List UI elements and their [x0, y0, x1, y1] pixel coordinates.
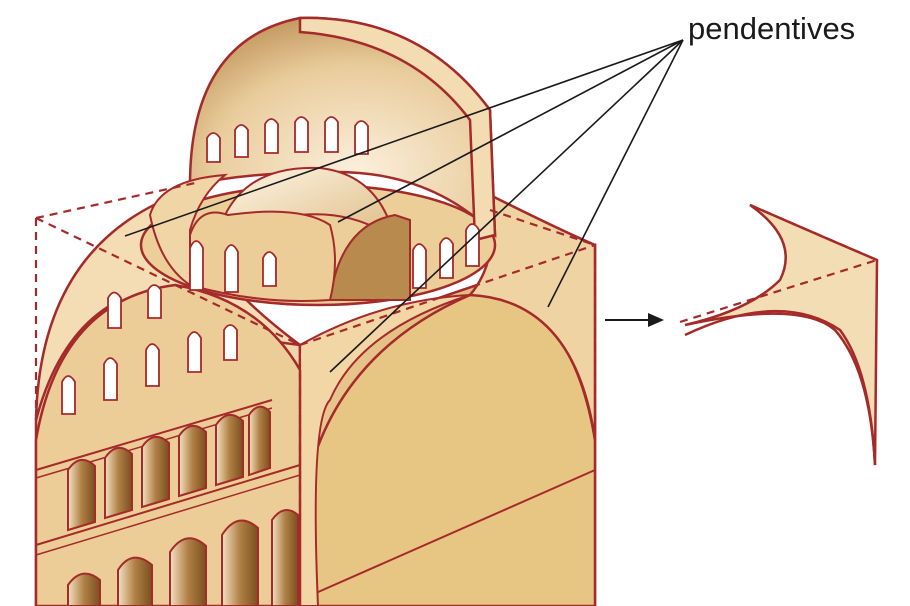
arcade-opening: [221, 519, 259, 606]
arcade-opening: [271, 509, 299, 606]
window: [145, 343, 160, 387]
window: [206, 132, 221, 163]
arcade-opening: [141, 436, 170, 509]
window: [187, 331, 202, 373]
arcade-opening: [215, 414, 244, 487]
window: [103, 357, 118, 401]
window: [234, 124, 249, 158]
leader-line: [329, 39, 684, 373]
arcade-opening: [169, 537, 207, 606]
window: [61, 375, 76, 415]
window: [262, 251, 277, 287]
window: [439, 237, 454, 279]
arcade-opening: [67, 459, 96, 532]
callout-leaders: [124, 39, 684, 373]
leader-line: [337, 39, 684, 223]
tier-line-4: [35, 474, 301, 556]
dashed-edge: [749, 203, 878, 262]
dashed-edge: [679, 258, 878, 324]
left-arch-windows: [61, 284, 238, 415]
isolated-pendentive: [679, 203, 879, 466]
window: [465, 223, 480, 267]
lower-arcade: [67, 509, 299, 606]
window: [223, 324, 238, 361]
dashed-edge: [299, 243, 596, 347]
arrow-right-icon: [605, 313, 664, 327]
leader-line: [547, 39, 684, 308]
arcade-opening: [117, 556, 153, 606]
leader-line: [124, 39, 684, 237]
right-arch-floor-line: [299, 469, 596, 601]
window: [147, 284, 162, 319]
middle-arcade: [67, 405, 271, 532]
building: [34, 188, 597, 606]
window: [107, 291, 122, 329]
pendentive-dashed: [679, 203, 878, 324]
tier-line-1: [35, 399, 273, 471]
window: [189, 240, 204, 291]
window: [264, 118, 279, 154]
window: [324, 116, 339, 153]
pendentive-shape: [684, 203, 879, 466]
window: [224, 244, 239, 293]
dashed-edge: [489, 208, 596, 247]
dome-windows: [206, 116, 369, 163]
arcade-opening: [248, 405, 271, 477]
arcade-opening: [67, 572, 101, 606]
window: [294, 116, 309, 153]
drum-windows: [189, 223, 480, 293]
arcade-opening: [178, 425, 207, 498]
dome-assembly: [139, 16, 497, 307]
pendentive-lower-edge: [684, 310, 877, 466]
dashed-edge: [35, 217, 301, 346]
arcade-opening: [104, 447, 133, 520]
tier-line-3: [35, 464, 301, 546]
window: [354, 120, 369, 155]
dome-rim: [298, 16, 497, 242]
inner-vault-center: [189, 210, 336, 302]
dashed-cube: [34, 181, 597, 520]
pendentives-label: pendentives: [688, 11, 856, 46]
window: [412, 243, 427, 289]
